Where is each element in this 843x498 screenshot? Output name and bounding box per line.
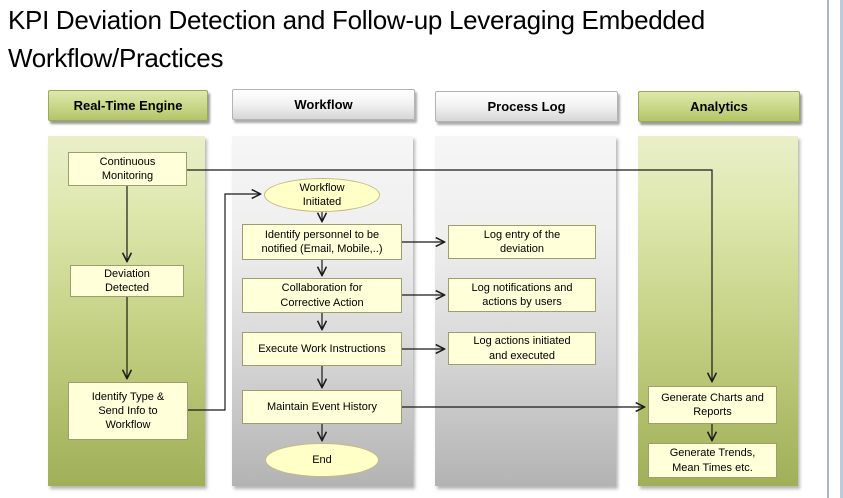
node-maintain-event-history: Maintain Event History: [242, 390, 402, 424]
column-header-label: Real-Time Engine: [73, 98, 183, 113]
column-header-label: Process Log: [487, 99, 566, 114]
window-edge-inner: [827, 0, 829, 498]
node-generate-trends-mean-times: Generate Trends, Mean Times etc.: [648, 443, 777, 478]
node-log-entry-deviation: Log entry of the deviation: [448, 225, 596, 259]
node-deviation-detected: Deviation Detected: [70, 265, 184, 297]
node-log-notifications: Log notifications and actions by users: [448, 278, 596, 312]
node-continuous-monitoring: Continuous Monitoring: [68, 152, 187, 186]
node-collaboration-corrective-action: Collaboration for Corrective Action: [242, 278, 402, 313]
column-header-process-log: Process Log: [435, 91, 618, 122]
column-header-analytics: Analytics: [638, 91, 800, 122]
node-execute-work-instructions: Execute Work Instructions: [242, 332, 402, 366]
node-identify-type-send-info: Identify Type & Send Info to Workflow: [68, 382, 188, 440]
column-header-label: Analytics: [690, 99, 748, 114]
column-header-workflow: Workflow: [232, 89, 415, 120]
window-edge-outer: [840, 0, 843, 498]
node-end: End: [265, 443, 379, 477]
node-identify-personnel: Identify personnel to be notified (Email…: [242, 224, 402, 260]
lane-analytics: [638, 136, 798, 486]
page-title: KPI Deviation Detection and Follow-up Le…: [8, 5, 705, 73]
column-header-real-time-engine: Real-Time Engine: [48, 90, 208, 121]
column-header-label: Workflow: [294, 97, 353, 112]
node-workflow-initiated: Workflow Initiated: [264, 178, 380, 212]
node-generate-charts-reports: Generate Charts and Reports: [648, 386, 777, 424]
node-log-actions: Log actions initiated and executed: [448, 332, 596, 365]
